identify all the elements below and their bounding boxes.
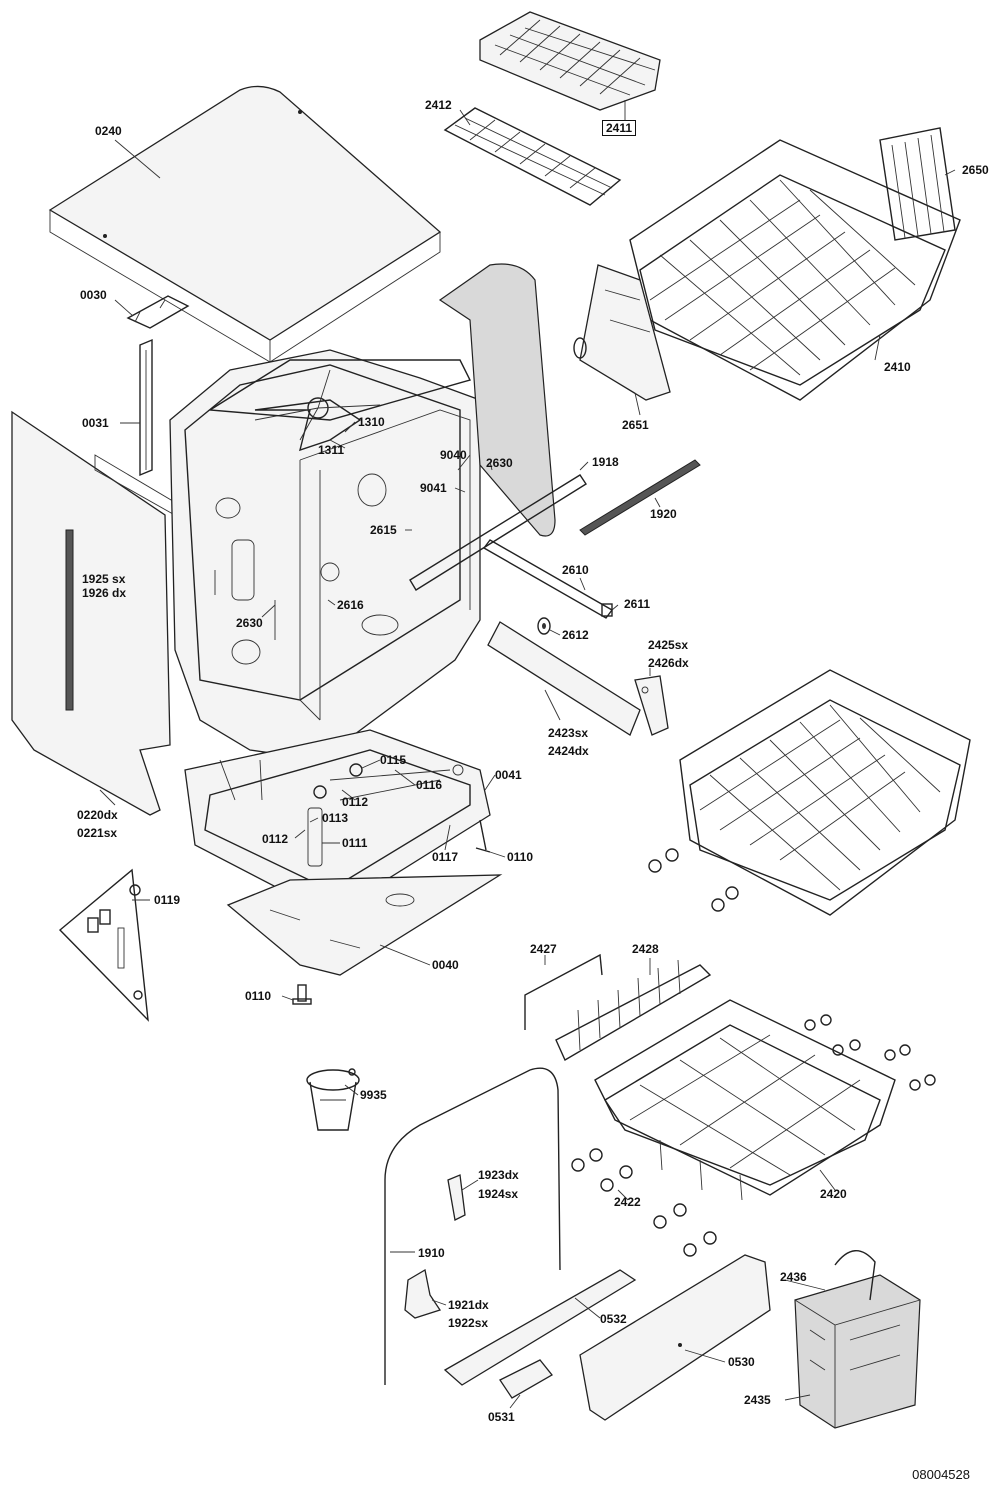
label-2410: 2410 [884, 360, 911, 374]
rail-2423 [487, 621, 641, 736]
rack-2650 [879, 127, 956, 241]
profile-0532 [443, 1269, 637, 1386]
label-0220-dx: 0220dx [77, 808, 118, 822]
tray-insert-2412 [443, 107, 622, 206]
label-2612: 2612 [562, 628, 589, 642]
label-2650: 2650 [962, 163, 989, 177]
cutlery-tray-2411 [479, 11, 661, 111]
label-1925-sx: 1925 sx [82, 572, 126, 586]
side-panel-0220 [11, 410, 189, 816]
label-0119: 0119 [154, 893, 181, 907]
label-1924-sx: 1924sx [478, 1187, 519, 1201]
label-0030: 0030 [80, 288, 107, 302]
label-2412: 2412 [425, 98, 452, 112]
label-0530: 0530 [728, 1355, 755, 1369]
cutlery-basket-2435 [794, 1250, 921, 1429]
label-2610: 2610 [562, 563, 589, 577]
label-0115: 0115 [380, 753, 407, 767]
label-2411: 2411 [602, 120, 637, 136]
label-1311: 1311 [318, 443, 345, 457]
plate-rack-2428 [555, 959, 712, 1061]
basket-middle [648, 669, 971, 916]
label-2651: 2651 [622, 418, 649, 432]
label-2425-sx: 2425sx [648, 638, 689, 652]
label-0113: 0113 [322, 811, 349, 825]
bottom-plate-0040 [226, 874, 503, 976]
bracket-2425 [634, 675, 669, 736]
label-1921-dx: 1921dx [448, 1298, 489, 1312]
leader-lines [99, 100, 956, 1409]
label-0116: 0116 [416, 778, 443, 792]
label-2615: 2615 [370, 523, 397, 537]
bracket-0030 [126, 295, 190, 329]
base-0041 [184, 729, 491, 916]
insulation-panel [438, 263, 556, 537]
label-0112-left: 0112 [262, 832, 289, 846]
label-0240: 0240 [95, 124, 122, 138]
label-2630-lower: 2630 [236, 616, 263, 630]
label-0532: 0532 [600, 1312, 627, 1326]
label-2426-dx: 2426dx [648, 656, 689, 670]
label-1922-sx: 1922sx [448, 1316, 489, 1330]
label-2420: 2420 [820, 1187, 847, 1201]
label-1923-dx: 1923dx [478, 1168, 519, 1182]
label-0111: 0111 [342, 836, 368, 850]
lower-basket-2420 [594, 999, 896, 1201]
document-number: 08004528 [912, 1467, 970, 1482]
label-0041: 0041 [495, 768, 522, 782]
label-0221-sx: 0221sx [77, 826, 118, 840]
tub-frame [169, 349, 489, 761]
label-1926-dx: 1926 dx [82, 586, 127, 600]
label-0531: 0531 [488, 1410, 515, 1424]
door-seal-1910 [384, 1067, 561, 1385]
column-0031 [139, 338, 153, 477]
label-1910: 1910 [418, 1246, 445, 1260]
label-9935: 9935 [360, 1088, 387, 1102]
label-2435: 2435 [744, 1393, 771, 1407]
seal-strip-1920 [579, 459, 701, 536]
plinth-0530 [579, 1254, 771, 1421]
label-9041: 9041 [420, 481, 447, 495]
label-2436: 2436 [780, 1270, 807, 1284]
label-1918: 1918 [592, 455, 619, 469]
label-2630-upper: 2630 [486, 456, 513, 470]
inner-top [207, 359, 472, 421]
label-9040: 9040 [440, 448, 467, 462]
label-0110-lower: 0110 [245, 989, 272, 1003]
label-1310: 1310 [358, 415, 385, 429]
label-2423-sx: 2423sx [548, 726, 589, 740]
label-1920: 1920 [650, 507, 677, 521]
basket-adjuster-2651 [573, 264, 671, 401]
label-0040: 0040 [432, 958, 459, 972]
label-2428: 2428 [632, 942, 659, 956]
wheels-2422 [571, 1014, 936, 1257]
label-0031: 0031 [82, 416, 109, 430]
hinge-1921 [404, 1268, 442, 1319]
foot-0110 [292, 984, 312, 1005]
label-0112-right: 0112 [342, 795, 369, 809]
bracket-0531 [499, 1359, 553, 1399]
kit-0119 [58, 868, 149, 1022]
label-0117: 0117 [432, 850, 459, 864]
filter-9935 [306, 1068, 360, 1131]
label-0110-right: 0110 [507, 850, 534, 864]
label-2611: 2611 [624, 597, 651, 611]
label-2424-dx: 2424dx [548, 744, 589, 758]
wire-2427 [524, 953, 603, 1030]
label-2616: 2616 [337, 598, 364, 612]
rail-1918 [409, 474, 587, 591]
wheel-2612 [537, 617, 551, 635]
hinge-1923 [447, 1174, 466, 1221]
label-2422: 2422 [614, 1195, 641, 1209]
label-2427: 2427 [530, 942, 557, 956]
top-cover-0240 [48, 85, 442, 363]
rail-2610 [482, 539, 614, 619]
